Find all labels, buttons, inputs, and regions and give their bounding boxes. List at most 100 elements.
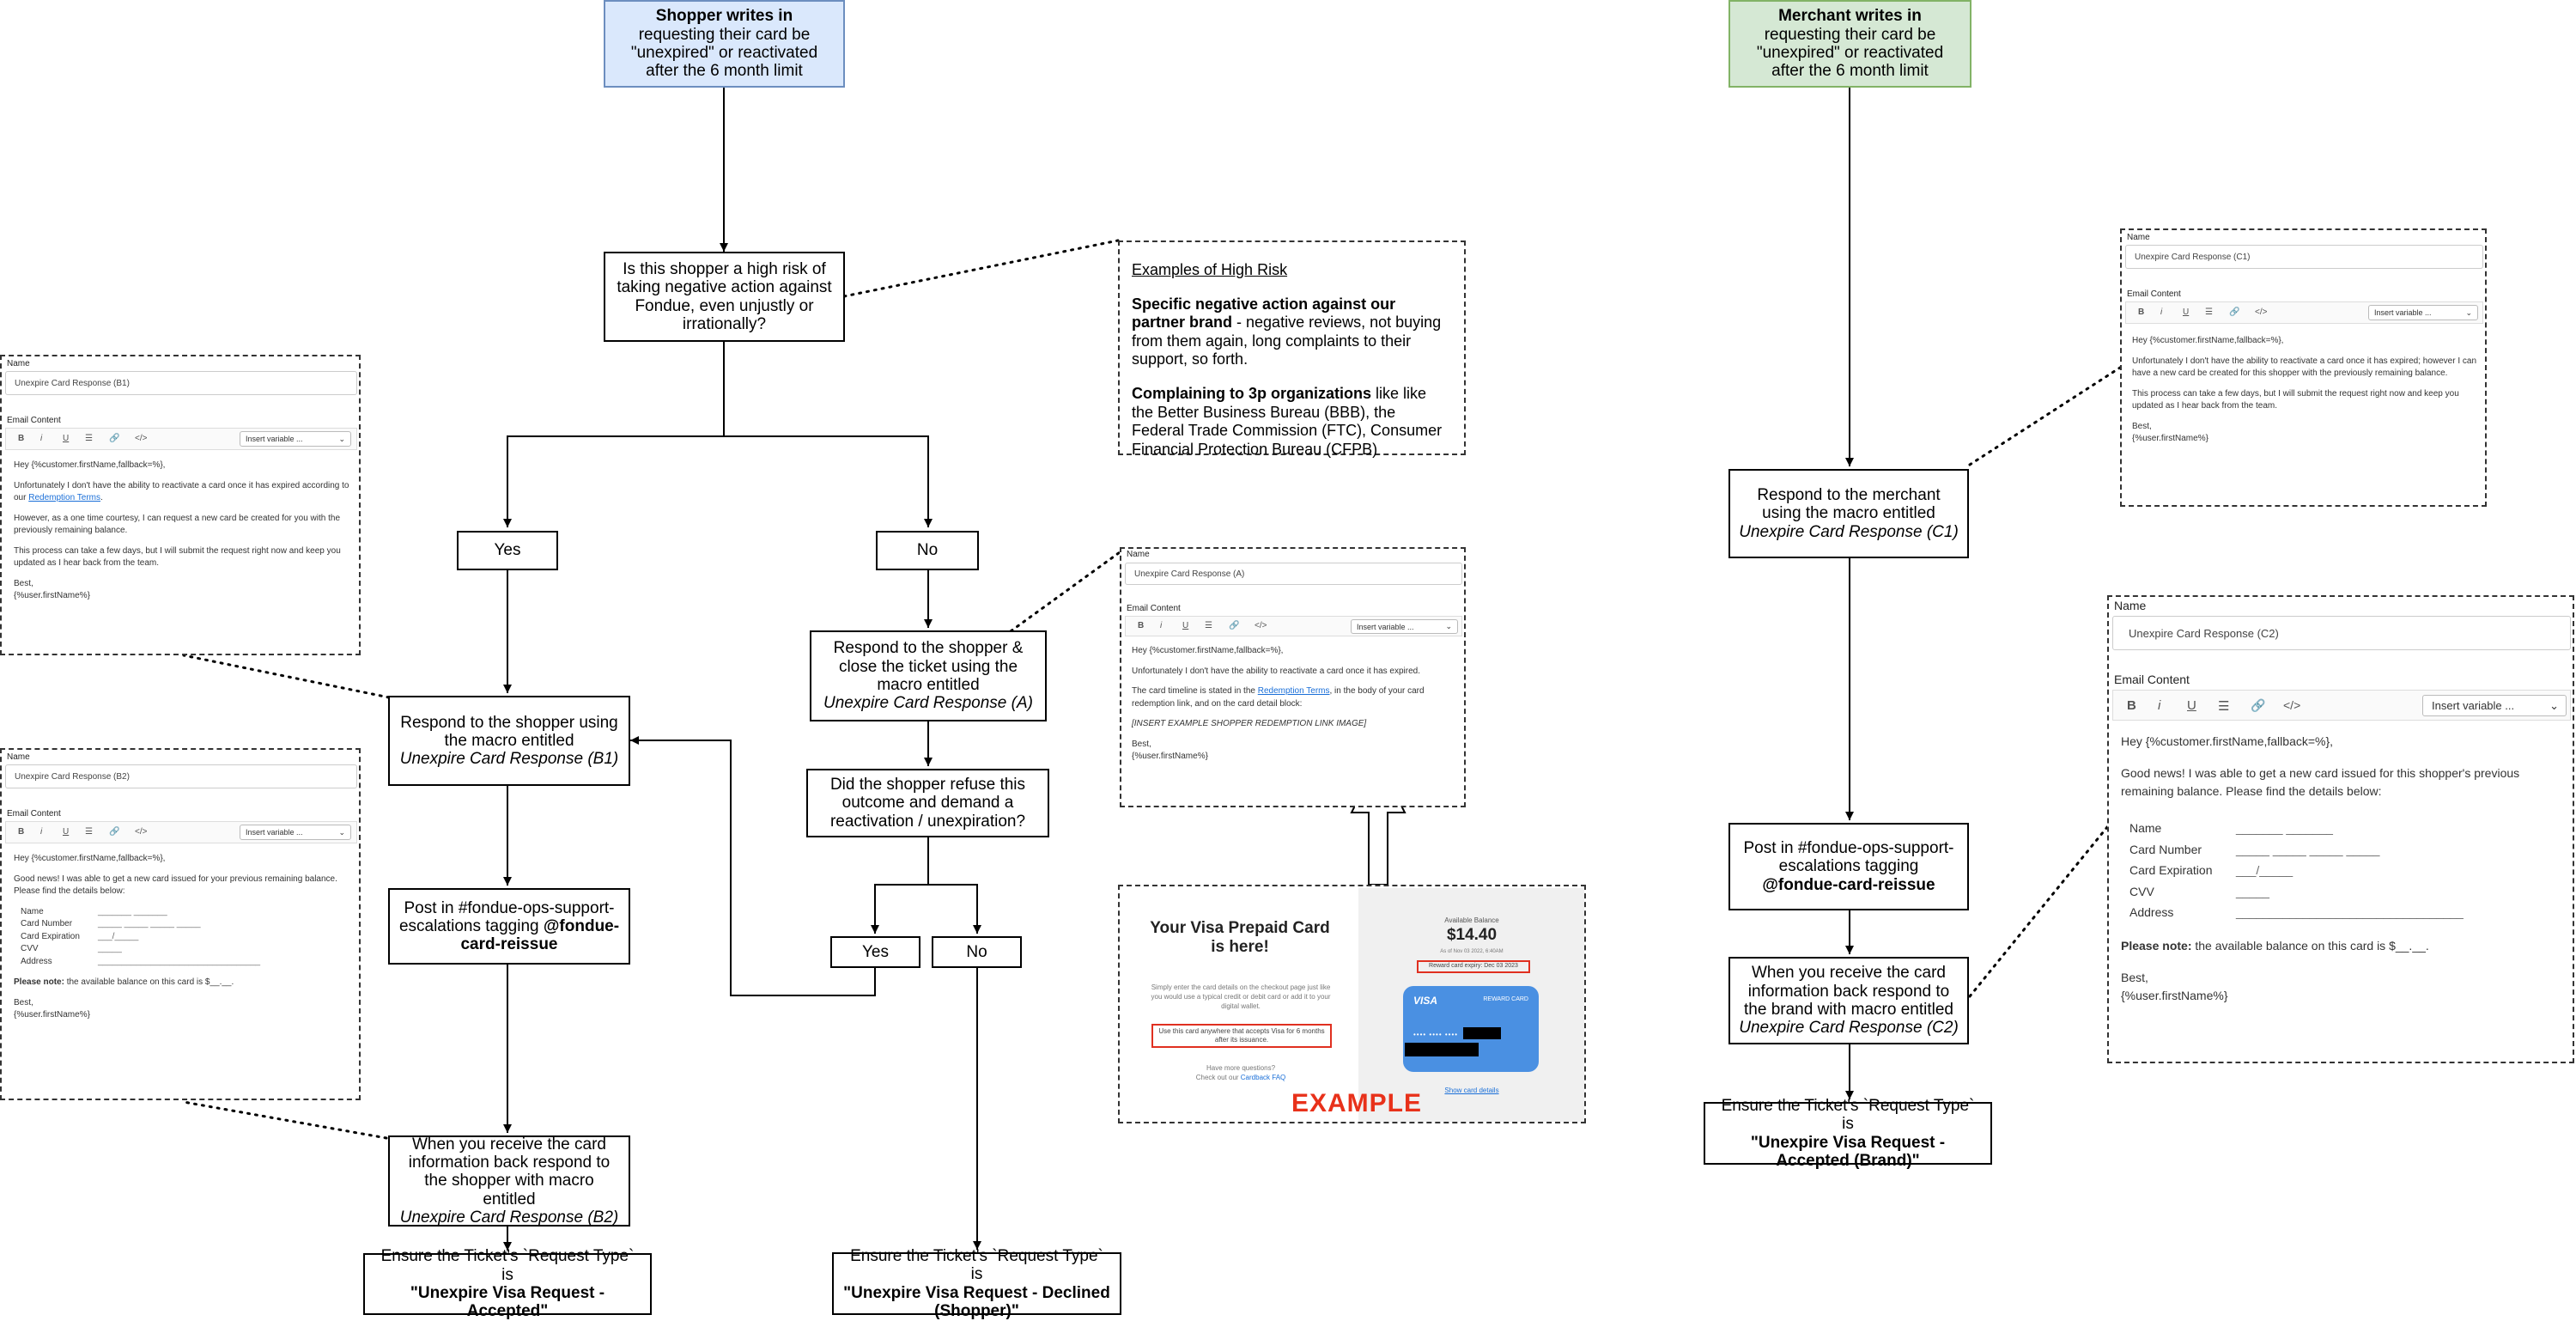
field-row: CVV_____	[21, 943, 354, 956]
code-icon[interactable]: </>	[1255, 621, 1267, 630]
insert-variable-select[interactable]: Insert variable ...⌄	[2422, 695, 2567, 716]
edge-refuse-to-no2	[928, 884, 981, 934]
mock-b2-name-input[interactable]: Unexpire Card Response (B2)	[5, 764, 357, 788]
shopper-start-text: requesting their card be "unexpired" or …	[630, 25, 818, 81]
edge-risk-to-no	[724, 435, 933, 527]
mock-b1-p1-pre: Unfortunately I don't have the ability t…	[14, 480, 349, 503]
code-icon[interactable]: </>	[135, 434, 148, 443]
respond-c1-node: Respond to the merchant using the macro …	[1728, 469, 1969, 558]
example-redbox-validity: Use this card anywhere that accepts Visa…	[1151, 1024, 1332, 1048]
link-icon[interactable]: 🔗	[1229, 621, 1240, 630]
code-icon[interactable]: </>	[2283, 698, 2301, 712]
list-icon[interactable]: ☰	[2205, 307, 2213, 317]
code-icon[interactable]: </>	[2255, 307, 2268, 317]
underline-icon[interactable]: U	[1182, 621, 1189, 630]
redaction-bar	[1463, 1027, 1501, 1039]
example-redbox-expiry: Reward card expiry: Dec 03 2023	[1417, 960, 1530, 973]
italic-icon[interactable]: i	[40, 434, 43, 443]
mock-a-p3: [INSERT EXAMPLE SHOPPER REDEMPTION LINK …	[1132, 719, 1367, 728]
respond-c1-macro: Unexpire Card Response (C1)	[1739, 522, 1959, 541]
mock-a-email-label: Email Content	[1127, 604, 1181, 613]
mock-b2-greeting: Hey {%customer.firstName,fallback=%},	[14, 854, 166, 863]
link-icon[interactable]: 🔗	[109, 827, 120, 837]
post-c-tag: @fondue-card-reissue	[1762, 875, 1935, 894]
no-label-2: No	[966, 942, 987, 961]
underline-icon[interactable]: U	[2187, 698, 2196, 713]
receive-c2-node: When you receive the card information ba…	[1728, 957, 1969, 1044]
insert-variable-select[interactable]: Insert variable ...⌄	[240, 825, 351, 840]
redemption-terms-link[interactable]: Redemption Terms	[1257, 686, 1330, 696]
underline-icon[interactable]: U	[63, 434, 70, 443]
list-icon[interactable]: ☰	[1205, 621, 1212, 630]
italic-icon[interactable]: i	[2160, 307, 2163, 317]
list-icon[interactable]: ☰	[2218, 699, 2230, 714]
mock-c2-toolbar: B i U ☰ 🔗 </> Insert variable ...⌄	[2112, 690, 2571, 721]
bold-icon[interactable]: B	[1138, 621, 1145, 630]
mock-c1-name-input[interactable]: Unexpire Card Response (C1)	[2125, 245, 2483, 269]
ensure-brand-text: Ensure the Ticket's `Request Type` is	[1721, 1096, 1975, 1134]
macro-a-mock: Name Unexpire Card Response (A) Email Co…	[1120, 547, 1466, 807]
post-escalation-b-node: Post in #fondue-ops-support-escalations …	[388, 888, 630, 965]
bold-icon[interactable]: B	[18, 827, 25, 837]
list-icon[interactable]: ☰	[85, 434, 93, 443]
mock-b1-p1: Unfortunately I don't have the ability t…	[14, 480, 354, 505]
link-icon[interactable]: 🔗	[2251, 698, 2266, 712]
sign-best: Best,	[14, 997, 33, 1007]
underline-icon[interactable]: U	[63, 827, 70, 837]
dotted-b1-to-mock	[182, 654, 391, 699]
mock-c2-p1: Good news! I was able to get a new card …	[2121, 766, 2520, 798]
shopper-start-bold: Shopper writes in	[655, 7, 793, 26]
high-risk-note-p2: Complaining to 3p organizations like lik…	[1132, 385, 1452, 459]
no-label-1: No	[916, 541, 939, 560]
mock-b1-p1-post: .	[100, 493, 103, 502]
example-questions: Have more questions?	[1206, 1064, 1276, 1072]
italic-icon[interactable]: i	[2158, 698, 2161, 713]
mock-c1-body[interactable]: Hey {%customer.firstName,fallback=%}, Un…	[2132, 335, 2480, 454]
underline-icon[interactable]: U	[2183, 307, 2190, 317]
italic-icon[interactable]: i	[1160, 621, 1163, 630]
mock-c1-name-label: Name	[2127, 233, 2150, 242]
mock-b2-body[interactable]: Hey {%customer.firstName,fallback=%}, Go…	[14, 853, 354, 1030]
mock-c2-email-label: Email Content	[2114, 673, 2190, 686]
insert-variable-label: Insert variable ...	[2374, 308, 2432, 317]
macro-b1-mock: Name Unexpire Card Response (B1) Email C…	[0, 355, 361, 655]
respond-b1-node: Respond to the shopper using the macro e…	[388, 696, 630, 786]
mock-c2-note: Please note: the available balance on th…	[2121, 937, 2567, 955]
refuse-question-text: Did the shopper refuse this outcome and …	[829, 776, 1026, 831]
insert-variable-select[interactable]: Insert variable ...⌄	[1351, 619, 1458, 634]
code-icon[interactable]: </>	[135, 827, 148, 837]
mock-a-name-input[interactable]: Unexpire Card Response (A)	[1125, 563, 1462, 585]
example-card-image: VISA REWARD CARD •••• •••• ••••	[1403, 986, 1539, 1072]
mock-c2-body[interactable]: Hey {%customer.firstName,fallback=%}, Go…	[2121, 733, 2567, 1013]
sign-user: {%user.firstName%}	[1132, 752, 1208, 761]
insert-variable-select[interactable]: Insert variable ...⌄	[2368, 305, 2478, 320]
field-value: ___/_____	[2236, 863, 2293, 877]
mock-b2-note-rest: the available balance on this card is $_…	[64, 977, 234, 987]
field-row: Name_______ _______	[2129, 818, 2567, 839]
insert-variable-select[interactable]: Insert variable ...⌄	[240, 431, 351, 447]
sign-best: Best,	[2132, 421, 2152, 431]
respond-c1-text: Respond to the merchant using the macro …	[1757, 486, 1941, 523]
redemption-terms-link[interactable]: Redemption Terms	[28, 493, 100, 502]
mock-a-body[interactable]: Hey {%customer.firstName,fallback=%}, Un…	[1132, 645, 1460, 771]
italic-icon[interactable]: i	[40, 827, 43, 837]
field-value: _____ _____ _____ _____	[98, 919, 201, 928]
respond-a-macro: Unexpire Card Response (A)	[823, 694, 1033, 713]
mock-a-toolbar: B i U ☰ 🔗 </> Insert variable ...⌄	[1125, 616, 1462, 636]
bold-icon[interactable]: B	[2138, 307, 2145, 317]
ensure-declined-type: "Unexpire Visa Request - Declined (Shopp…	[843, 1283, 1110, 1320]
dotted-risk-to-note	[842, 239, 1120, 298]
bold-icon[interactable]: B	[2127, 698, 2136, 713]
link-icon[interactable]: 🔗	[2229, 307, 2240, 317]
show-card-details-link[interactable]: Show card details	[1444, 1087, 1499, 1094]
mock-c2-name-input[interactable]: Unexpire Card Response (C2)	[2112, 616, 2571, 650]
bold-icon[interactable]: B	[18, 434, 25, 443]
field-key: Card Expiration	[21, 931, 80, 941]
macro-b2-mock: Name Unexpire Card Response (B2) Email C…	[0, 748, 361, 1100]
list-icon[interactable]: ☰	[85, 827, 93, 837]
mock-b1-body[interactable]: Hey {%customer.firstName,fallback=%}, Un…	[14, 460, 354, 611]
mock-c2-note-bold: Please note:	[2121, 938, 2192, 953]
mock-b1-name-input[interactable]: Unexpire Card Response (B1)	[5, 371, 357, 395]
faq-link[interactable]: Cardback FAQ	[1240, 1074, 1286, 1081]
link-icon[interactable]: 🔗	[109, 434, 120, 443]
